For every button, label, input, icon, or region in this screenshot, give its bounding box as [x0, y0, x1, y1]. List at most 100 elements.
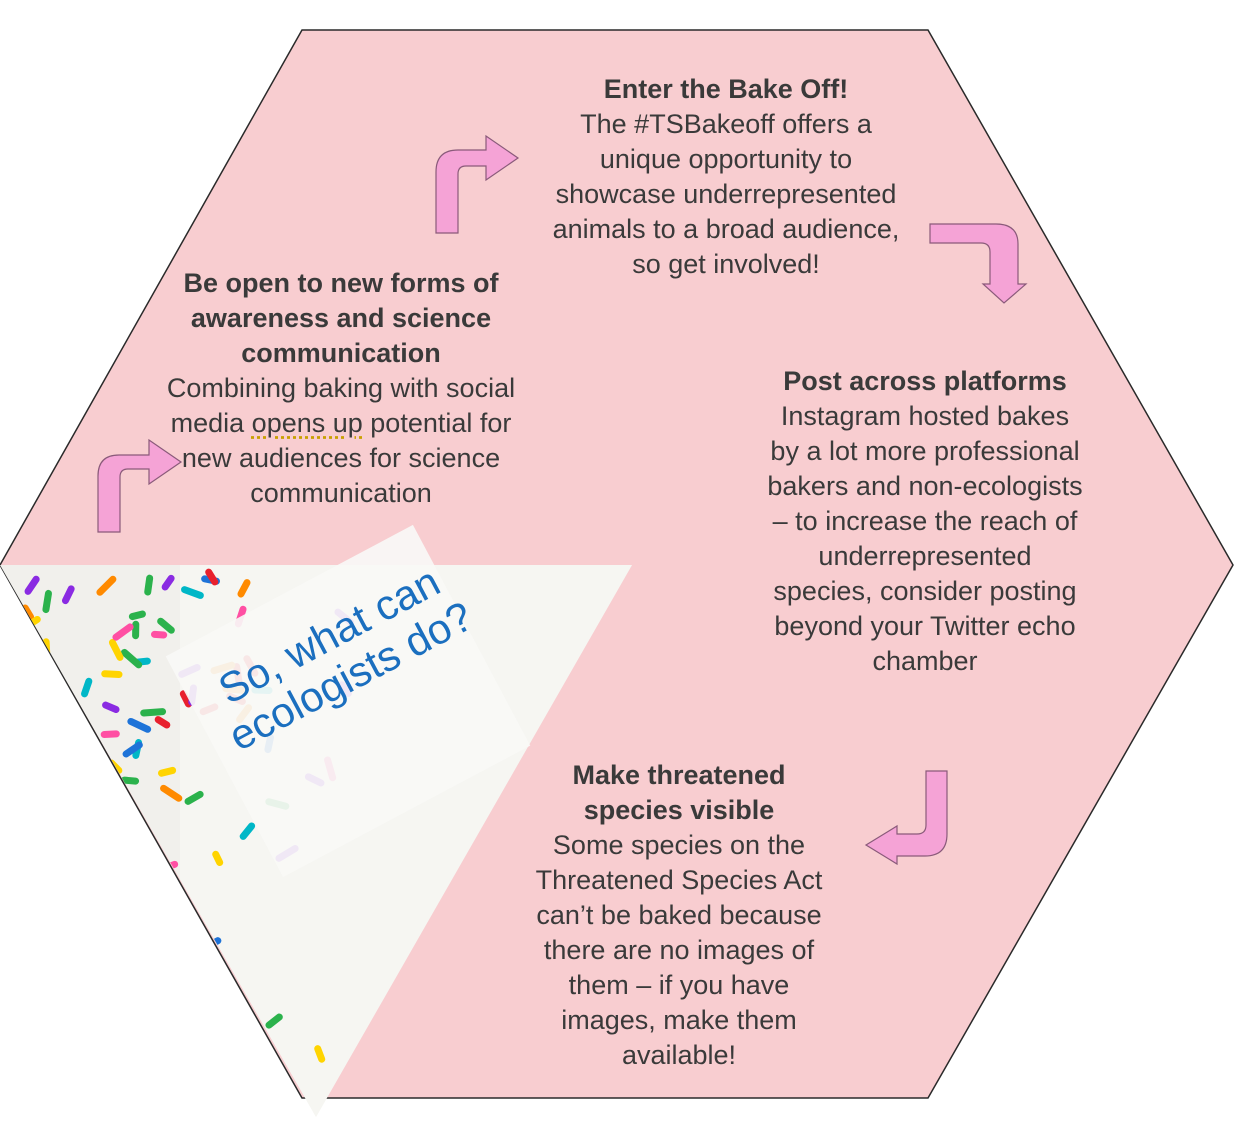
- sprinkle: [43, 977, 62, 985]
- awareness-body-end: potential for new audiences for science …: [181, 408, 512, 508]
- sprinkle: [41, 1005, 55, 1020]
- sprinkle: [32, 1058, 42, 1076]
- sprinkle: [27, 708, 53, 718]
- sprinkle: [36, 810, 57, 826]
- sprinkle: [2, 703, 26, 720]
- sprinkle: [61, 941, 74, 961]
- sprinkle: [237, 579, 251, 598]
- sprinkle: [44, 838, 53, 861]
- sprinkle: [151, 630, 168, 639]
- sprinkle: [43, 922, 68, 932]
- sprinkle: [12, 635, 36, 645]
- sprinkle: [28, 781, 37, 807]
- sprinkle: [102, 701, 120, 714]
- sprinkle: [19, 812, 27, 832]
- sprinkle: [28, 868, 46, 885]
- sprinkle: [128, 610, 146, 621]
- sprinkle: [104, 981, 123, 1001]
- sprinkle: [24, 575, 40, 595]
- bake-off-block: Enter the Bake Off! The #TSBakeoff offer…: [548, 72, 904, 282]
- sprinkle: [160, 784, 183, 802]
- sprinkle: [28, 684, 49, 704]
- sprinkle: [14, 639, 29, 660]
- sprinkle: [141, 906, 163, 925]
- sprinkle: [212, 850, 224, 867]
- awareness-body-start: Combining baking with social media: [166, 373, 516, 438]
- sprinkle: [37, 677, 52, 696]
- sprinkle: [64, 879, 73, 897]
- sprinkle: [44, 904, 60, 924]
- sprinkle: [314, 1045, 326, 1063]
- sprinkle: [176, 1025, 199, 1033]
- sprinkle: [59, 728, 71, 746]
- sprinkle: [113, 1023, 132, 1043]
- sprinkle: [112, 623, 134, 641]
- sprinkle: [101, 670, 123, 678]
- sprinkle: [98, 767, 108, 787]
- sprinkle: [72, 873, 89, 882]
- sprinkle: [124, 933, 146, 946]
- sprinkle: [239, 822, 256, 840]
- sprinkle: [36, 1041, 47, 1061]
- sprinkle: [265, 1013, 283, 1029]
- threatened-block: Make threatened species visible Some spe…: [520, 758, 838, 1073]
- sprinkle: [12, 954, 37, 962]
- sprinkle: [122, 950, 138, 967]
- sprinkle: [4, 787, 27, 799]
- sprinkle: [74, 811, 82, 831]
- sprinkle: [120, 776, 140, 785]
- sprinkle: [72, 894, 92, 905]
- bake-off-heading: Enter the Bake Off!: [603, 74, 849, 104]
- sprinkle: [8, 636, 27, 647]
- threatened-body: Some species on the Threatened Species A…: [535, 830, 823, 1070]
- post-across-heading: Post across platforms: [783, 366, 1067, 396]
- sprinkle: [49, 781, 64, 794]
- sprinkle: [48, 910, 59, 926]
- bent-arrow-up-right-icon: [97, 438, 183, 533]
- sprinkle: [157, 766, 177, 777]
- sprinkle: [27, 894, 45, 914]
- sprinkle: [205, 568, 219, 586]
- sprinkle: [167, 943, 191, 960]
- sprinkle: [127, 717, 152, 733]
- sprinkle: [36, 1014, 57, 1033]
- sprinkle: [74, 904, 98, 920]
- sprinkle: [119, 916, 136, 928]
- sprinkle: [120, 648, 143, 669]
- sprinkle: [95, 838, 107, 864]
- sprinkle: [15, 788, 38, 802]
- sprinkle: [13, 648, 30, 670]
- sprinkle: [7, 841, 31, 857]
- sprinkle: [85, 771, 95, 789]
- sprinkle: [0, 718, 26, 728]
- sprinkle: [84, 823, 102, 836]
- sprinkle: [71, 1075, 83, 1096]
- sprinkle: [93, 997, 102, 1016]
- sprinkle: [47, 921, 64, 934]
- bent-arrow-down-left-icon: [864, 770, 948, 866]
- threatened-heading: Make threatened species visible: [572, 760, 786, 825]
- sprinkle: [62, 705, 76, 726]
- sprinkle: [132, 620, 140, 640]
- sprinkle: [161, 574, 175, 591]
- sprinkle: [96, 575, 117, 596]
- sprinkle: [85, 967, 96, 986]
- post-across-body: Instagram hosted bakes by a lot more pro…: [767, 401, 1083, 676]
- sprinkle: [133, 943, 157, 951]
- sprinkle: [102, 1005, 113, 1026]
- sprinkle: [1, 799, 25, 811]
- sprinkle: [1, 870, 22, 879]
- sprinkle: [23, 760, 38, 775]
- sprinkle: [144, 574, 154, 596]
- sprinkle: [2, 803, 18, 814]
- post-across-block: Post across platforms Instagram hosted b…: [766, 364, 1084, 679]
- bake-off-body: The #TSBakeoff offers a unique opportuni…: [552, 109, 900, 279]
- sprinkle: [59, 1065, 72, 1087]
- sprinkle: [122, 741, 143, 758]
- sprinkle: [185, 1064, 194, 1081]
- awareness-body-underlined: opens up: [251, 408, 363, 438]
- sprinkle: [58, 857, 71, 879]
- sprinkle: [8, 804, 33, 821]
- sprinkle: [82, 1008, 107, 1025]
- sprinkle: [157, 617, 175, 634]
